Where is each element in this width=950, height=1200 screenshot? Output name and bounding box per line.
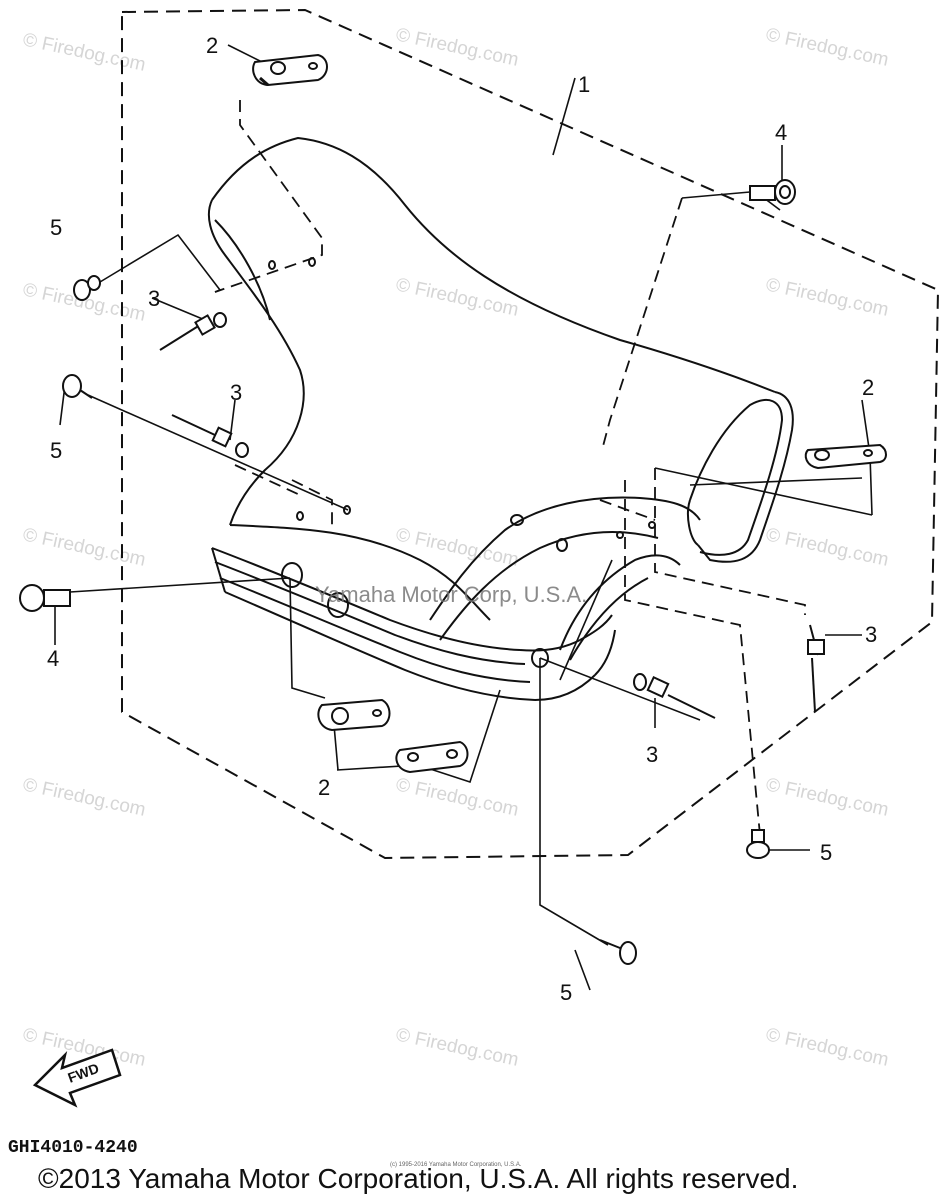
drawing-code: GHI4010-4240: [8, 1138, 138, 1158]
callout-2-bottom: 2: [318, 775, 330, 800]
watermark: © Firedog.com: [764, 1024, 891, 1071]
screw: [73, 275, 101, 301]
fwd-arrow-icon: FWD: [32, 1048, 122, 1108]
watermark: © Firedog.com: [394, 774, 521, 821]
assembly-boundary: [121, 8, 940, 860]
rivet: [159, 312, 227, 351]
bracket-plate: [804, 443, 887, 470]
watermark: © Firedog.com: [21, 29, 148, 76]
watermark: © Firedog.com: [764, 274, 891, 321]
bolt: [19, 584, 71, 612]
callout-3-upper-left: 3: [148, 286, 160, 311]
copyright-footer: ©2013 Yamaha Motor Corporation, U.S.A. A…: [38, 1163, 798, 1194]
bracket-plate: [317, 698, 391, 732]
bracket-plate: [395, 740, 469, 774]
screw: [62, 374, 93, 399]
callout-5-left: 5: [50, 438, 62, 463]
center-watermark: Yamaha Motor Corp, U.S.A.: [315, 582, 587, 607]
phantom-lines: [214, 100, 806, 836]
callout-5-upper-left: 5: [50, 215, 62, 240]
callout-4-left: 4: [47, 646, 59, 671]
callout-3-lower: 3: [646, 742, 658, 767]
watermark: © Firedog.com: [394, 24, 521, 71]
bracket-plate: [252, 53, 328, 87]
callout-labels: 1 2 2 2 2 3 3 3 3 3 4 4 5 5 5 5: [47, 33, 877, 1005]
watermark-layer: © Firedog.com © Firedog.com © Firedog.co…: [21, 24, 891, 1071]
screw: [599, 939, 637, 965]
watermark: © Firedog.com: [394, 524, 521, 571]
callout-3-left: 3: [230, 380, 242, 405]
watermark: © Firedog.com: [764, 524, 891, 571]
rivet: [171, 414, 249, 458]
rivet: [807, 624, 825, 713]
bolt: [749, 179, 796, 205]
callout-5-bottom: 5: [560, 980, 572, 1005]
callout-4-top: 4: [775, 120, 787, 145]
watermark: © Firedog.com: [394, 274, 521, 321]
callout-2-right: 2: [862, 375, 874, 400]
watermark: © Firedog.com: [21, 524, 148, 571]
rivet: [633, 673, 716, 719]
watermark: © Firedog.com: [394, 1024, 521, 1071]
callout-5-right: 5: [820, 840, 832, 865]
watermark: © Firedog.com: [21, 774, 148, 821]
windshield-cover: [207, 136, 794, 701]
watermark: © Firedog.com: [764, 24, 891, 71]
callout-2-top: 2: [206, 33, 218, 58]
watermark: © Firedog.com: [764, 774, 891, 821]
callout-1: 1: [578, 72, 590, 97]
tiny-notice: (c) 1995-2016 Yamaha Motor Corporation, …: [390, 1162, 522, 1168]
screw: [746, 829, 770, 859]
callout-3-right: 3: [865, 622, 877, 647]
